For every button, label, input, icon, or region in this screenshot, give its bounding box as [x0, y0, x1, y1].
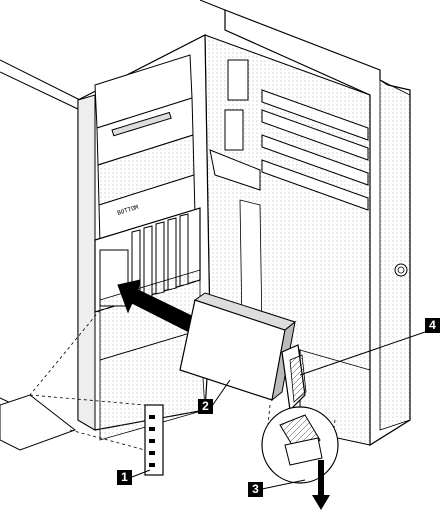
callout-1: 1 [117, 470, 132, 485]
latch-detail-magnifier [262, 407, 338, 483]
callout-2: 2 [198, 399, 213, 414]
callout-3: 3 [248, 482, 263, 497]
drive-filler-panel [145, 405, 163, 475]
callout-4: 4 [425, 318, 440, 333]
chassis-foot [0, 395, 75, 450]
